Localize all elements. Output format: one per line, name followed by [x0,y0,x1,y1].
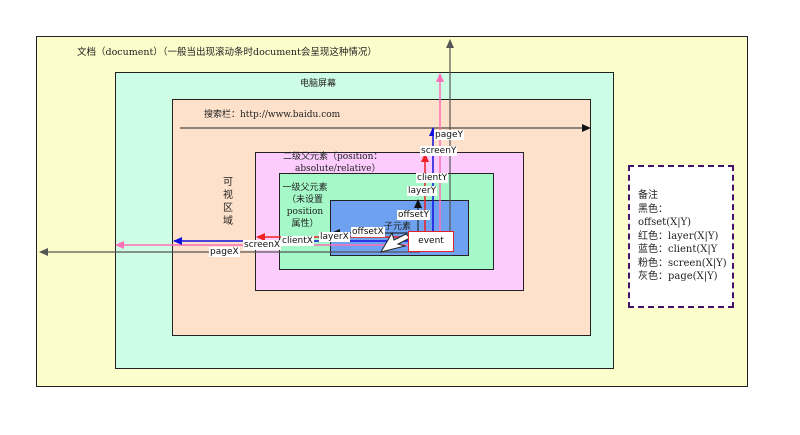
legend-line: 粉色：screen(X|Y) [638,257,727,269]
parent-label-line: position [286,207,324,217]
screen-y-tag: screenY [420,146,458,156]
legend-line: 黑色： [638,203,668,215]
parent-label: 一级父元素 （未设置 position 属性） [280,182,330,230]
parent-label-line: （未设置 [286,195,323,205]
screen-x-tag: screenX [243,240,282,250]
mouse-cursor-icon [379,231,411,253]
event-box[interactable]: event [408,231,454,252]
offset-y-tag: offsetY [397,210,430,220]
viewport-label-char: 可 [223,177,233,188]
viewport-label-char: 区 [223,203,233,214]
offset-x-tag: offsetX [351,227,385,237]
viewport-label-char: 视 [223,190,233,201]
parent-label-line: 属性） [291,219,319,229]
event-label: event [418,236,444,246]
legend-box: 备注 黑色： offset(X|Y) 红色：layer(X|Y) 蓝色：clie… [628,165,734,308]
client-x-tag: clientX [281,236,314,246]
parent-label-line: 一级父元素 [282,183,328,193]
grandparent-label-line1: 二级父元素（position： [283,152,383,162]
layer-x-tag: layerX [319,232,350,242]
client-y-tag: clientY [416,173,449,183]
viewport-label-char: 域 [223,216,233,227]
viewport-label: 可 视 区 域 [223,176,235,228]
page-y-tag: pageY [434,130,464,140]
legend-line: 灰色：page(X|Y) [638,271,718,282]
screen-label: 电脑屏幕 [300,79,337,89]
child-label: 子元素 [384,222,412,232]
document-label: 文档（document）（一般当出现滚动条时document会呈现这种情况） [77,47,377,58]
page-x-tag: pageX [209,247,240,257]
layer-y-tag: layerY [407,186,438,196]
address-bar-label: 搜索栏：http://www.baidu.com [204,110,341,120]
legend-line: 蓝色：client(X|Y [638,244,718,255]
legend-line: offset(X|Y) [638,217,692,228]
grandparent-label-line2: absolute/relative） [295,164,381,174]
legend-title: 备注 [638,190,658,201]
legend-line: 红色：layer(X|Y) [638,230,719,242]
